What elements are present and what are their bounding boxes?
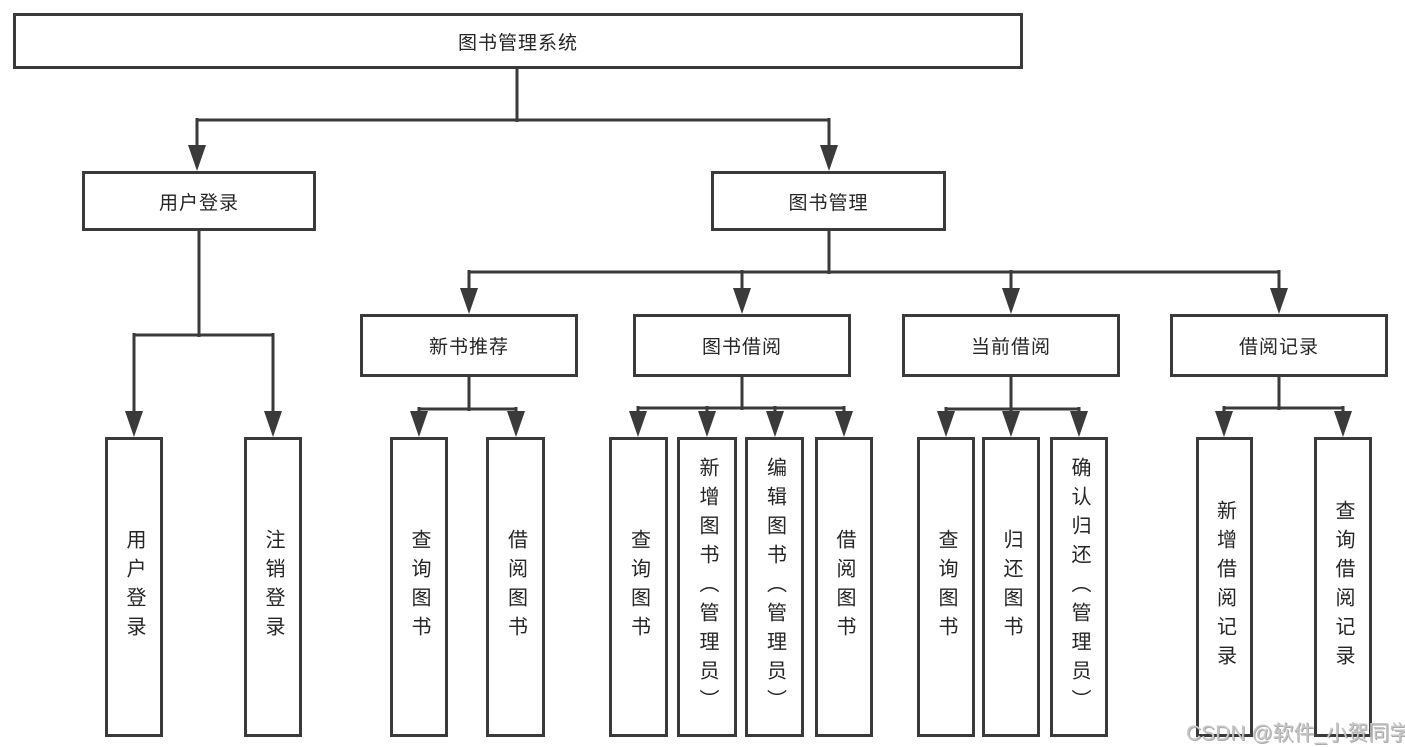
node-current-borrow-label: 当前借阅 [970,337,1051,358]
leaf-label: 归还图书 [1000,529,1022,645]
leaf-user-login: 用户登录 [105,437,163,737]
node-root-label: 图书管理系统 [457,32,578,54]
leaf-logout: 注销登录 [244,437,302,737]
node-current-borrow: 当前借阅 [902,314,1120,377]
arrowheads [125,145,1352,437]
leaf-label: 用户登录 [123,529,145,645]
leaf-return-book: 归还图书 [982,437,1040,737]
leaf-label: 查询图书 [408,529,430,645]
leaf-edit-book-admin: 编辑图书（管理员） [745,437,804,737]
csdn-watermark: CSDN @软件_小贺同学 [1186,722,1405,745]
leaf-query-book-2: 查询图书 [609,437,668,737]
node-new-book-recommend: 新书推荐 [360,314,578,377]
leaf-label: 借阅图书 [833,529,855,645]
leaf-label: 注销登录 [262,529,284,645]
leaf-label: 编辑图书（管理员） [763,456,786,718]
leaf-query-book-1: 查询图书 [390,437,448,737]
leaf-label: 查询图书 [627,529,650,645]
leaf-label: 查询借阅记录 [1332,500,1354,674]
leaf-query-book-3: 查询图书 [917,437,975,737]
node-book-management: 图书管理 [711,171,946,231]
leaf-label: 查询图书 [935,529,957,645]
node-book-management-label: 图书管理 [788,192,869,214]
leaf-add-borrow-record: 新增借阅记录 [1196,437,1253,737]
node-borrow-record: 借阅记录 [1170,314,1388,377]
leaf-label: 确认归还（管理员） [1068,456,1090,718]
node-root: 图书管理系统 [13,13,1023,69]
node-borrow-record-label: 借阅记录 [1238,337,1319,358]
leaf-label: 借阅图书 [504,529,527,645]
leaf-confirm-return-admin: 确认归还（管理员） [1050,437,1108,737]
leaf-add-book-admin: 新增图书（管理员） [677,437,737,737]
node-user-login: 用户登录 [82,171,316,231]
leaf-borrow-book-1: 借阅图书 [486,437,545,737]
leaf-label: 新增图书（管理员） [696,456,718,718]
leaf-query-borrow-record: 查询借阅记录 [1314,437,1372,737]
node-user-login-label: 用户登录 [158,192,239,214]
node-new-book-recommend-label: 新书推荐 [428,337,509,358]
node-book-borrow: 图书借阅 [633,314,851,377]
leaf-label: 新增借阅记录 [1213,500,1236,674]
leaf-borrow-book-2: 借阅图书 [815,437,873,737]
node-book-borrow-label: 图书借阅 [701,337,782,358]
